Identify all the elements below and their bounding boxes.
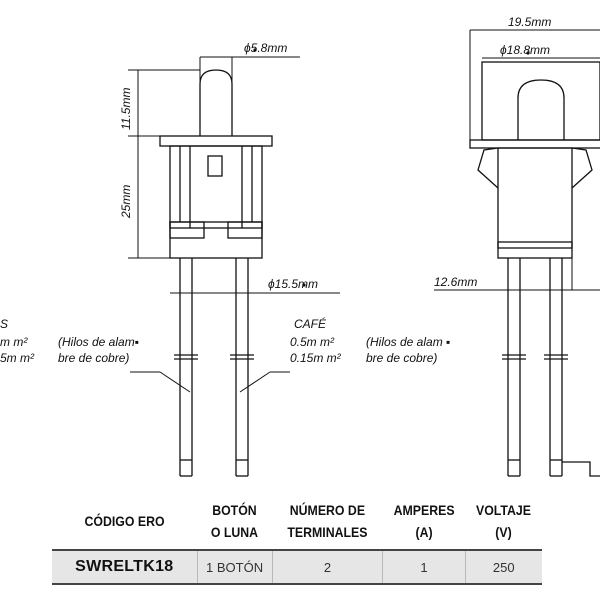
left-switch-body [159, 69, 273, 259]
dim-body-height: 25mm [119, 185, 133, 219]
left-switch-wires [179, 258, 249, 477]
dim-bezel-diameter: ϕ18.8mm [500, 43, 550, 57]
dim-bezel-width: 19.5mm [508, 15, 551, 29]
left-wire-desc-2: bre de cobre) [58, 351, 129, 365]
right-dimension-lines [434, 29, 600, 291]
spec-table-row: SWRELTK18 1 BOTÓN 2 1 250 [52, 549, 542, 585]
dim-button-height: 11.5mm [119, 88, 133, 130]
dim-button-diameter: ϕ5.8mm [244, 41, 287, 55]
cell-boton: 1 BOTÓN [196, 549, 273, 585]
left-wire-size-1: m m² [0, 335, 28, 349]
right-switch-body [469, 61, 600, 259]
left-cut-marks [174, 354, 254, 360]
dim-pin-spacing-right: 12.6mm [434, 275, 477, 289]
cell-terminales: 2 [271, 549, 383, 585]
right-wire-desc-2: bre de cobre) [366, 351, 437, 365]
right-cut-marks [502, 354, 568, 360]
technical-drawing: ϕ5.8mm 11.5mm 25mm ϕ15.5mm 19.5mm ϕ18.8m… [0, 15, 600, 477]
right-switch-wires [507, 258, 600, 477]
cell-amperes: 1 [382, 549, 466, 585]
right-wire-size-2: 0.15m m² [290, 351, 342, 365]
left-wire-desc-1: (Hilos de alam▪ [58, 335, 139, 349]
header-amperes: AMPERES(A) [393, 502, 455, 540]
cell-codigo: SWRELTK18 [52, 549, 198, 585]
cell-voltaje: 250 [464, 549, 542, 585]
left-wire-color: S [0, 317, 8, 331]
left-dimension-lines [128, 56, 340, 294]
header-codigo: CÓDIGO ERO [84, 513, 165, 529]
dim-pin-spacing-left: ϕ15.5mm [268, 277, 318, 291]
right-wire-desc-1: (Hilos de alam ▪ [366, 335, 450, 349]
left-wire-size-2: 5m m² [0, 351, 35, 365]
right-wire-size-1: 0.5m m² [290, 335, 335, 349]
header-voltaje: VOLTAJE(V) [476, 502, 532, 540]
right-wire-color: CAFÉ [294, 316, 327, 331]
